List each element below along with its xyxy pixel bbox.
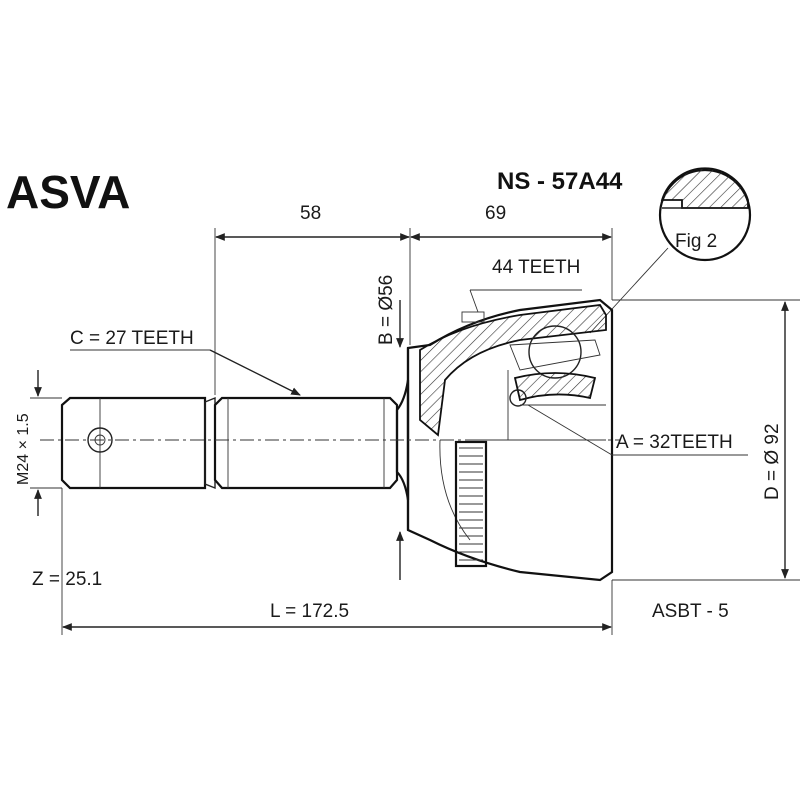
top-dimensions: 58 69 xyxy=(214,203,613,395)
a-teeth-leader: A = 32TEETH xyxy=(527,404,748,456)
b-label: B = Ø56 xyxy=(376,275,397,345)
dimension-58: 58 xyxy=(300,203,321,224)
l-label: L = 172.5 xyxy=(270,601,349,622)
joint-housing xyxy=(406,298,614,582)
a-label: A = 32TEETH xyxy=(616,432,733,453)
threaded-stub xyxy=(60,396,216,490)
figure-label: Fig 2 xyxy=(675,231,717,252)
c-teeth-leader: C = 27 TEETH xyxy=(70,328,301,396)
d-diameter-dimension: D = Ø 92 xyxy=(612,299,800,581)
thread-label: M24 × 1.5 xyxy=(15,413,32,485)
teeth-44-label: 44 TEETH xyxy=(492,257,580,278)
teeth-44-leader: 44 TEETH xyxy=(461,257,582,323)
abs-ring xyxy=(454,440,488,568)
b-diameter-dimension: B = Ø56 xyxy=(376,275,404,580)
d-label: D = Ø 92 xyxy=(762,423,783,500)
overall-length-dimension: L = 172.5 xyxy=(61,488,613,635)
c-label: C = 27 TEETH xyxy=(70,328,194,349)
reference-code: ASBT - 5 xyxy=(652,601,729,622)
fig-2-detail: Fig 2 xyxy=(589,167,752,334)
z-label: Z = 25.1 xyxy=(32,569,102,590)
spline-shaft xyxy=(213,396,399,490)
thread-dimension: M24 × 1.5 xyxy=(15,370,62,516)
dimension-69: 69 xyxy=(485,203,506,224)
brand-logo: ASVA xyxy=(6,166,130,218)
part-number: NS - 57A44 xyxy=(497,168,623,195)
